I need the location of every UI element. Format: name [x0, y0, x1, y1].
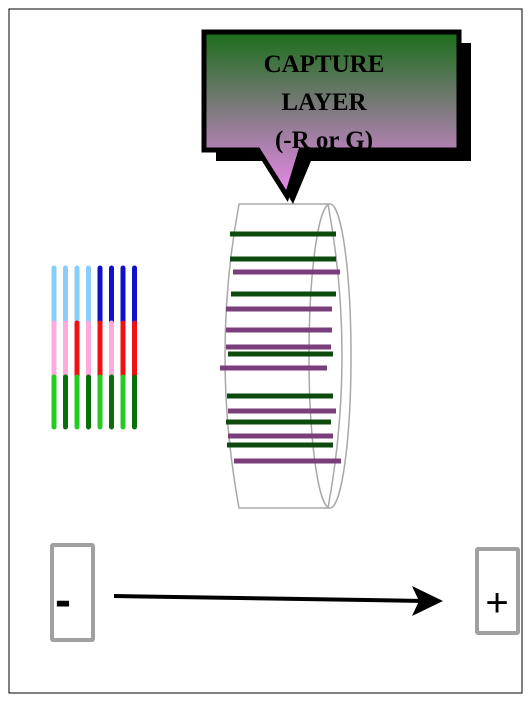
positive-terminal: +: [475, 547, 520, 635]
dna-strands: [51, 265, 137, 430]
negative-terminal: -: [50, 543, 95, 642]
callout-box: [201, 29, 462, 202]
positive-terminal-label: +: [485, 581, 508, 625]
callout-line-3: (-R or G): [275, 127, 373, 154]
diagram-frame: [8, 8, 523, 694]
callout-line-1: CAPTURE: [264, 51, 385, 78]
negative-terminal-box: [50, 543, 95, 642]
negative-terminal-label: -: [55, 574, 71, 627]
callout-line-2: LAYER: [281, 89, 367, 116]
capture-layer-callout: CAPTURE LAYER (-R or G): [201, 29, 471, 204]
arrow-shaft: [113, 594, 426, 603]
capture-bands: [220, 231, 341, 464]
migration-arrow: [113, 586, 443, 616]
capture-cylinder: [220, 203, 352, 509]
positive-terminal-box: [475, 547, 520, 635]
arrow-head-icon: [412, 586, 443, 616]
